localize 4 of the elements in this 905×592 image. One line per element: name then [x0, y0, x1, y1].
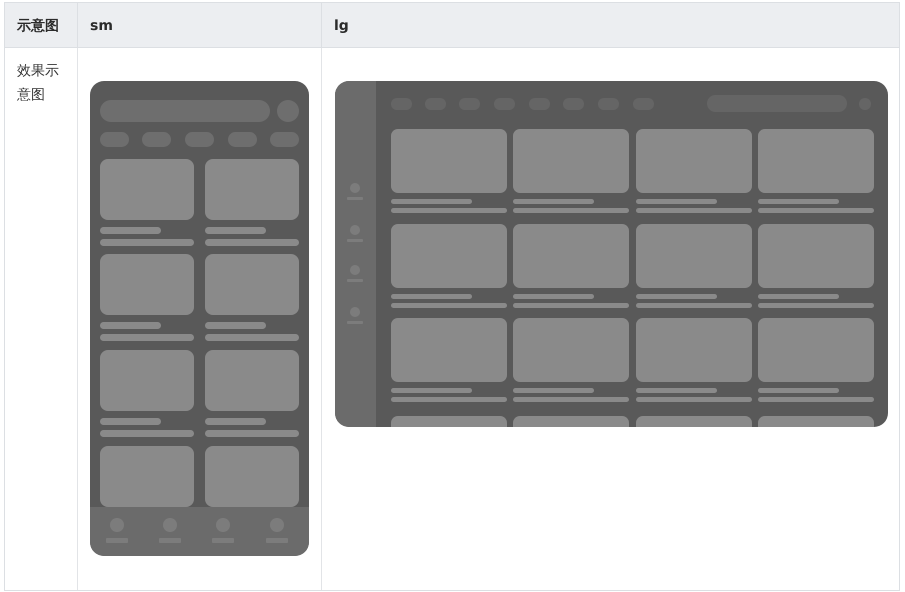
column-header: lg [334, 17, 349, 36]
column-header: 示意图 [17, 17, 59, 36]
column-header: sm [90, 17, 113, 36]
row-label: 效果示意图 [17, 62, 60, 105]
